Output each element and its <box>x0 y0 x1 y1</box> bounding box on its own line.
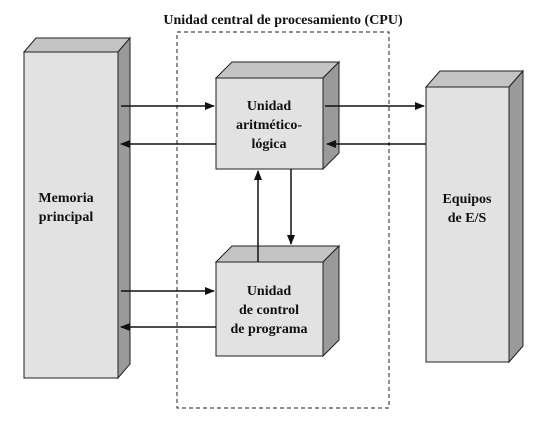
control-unit-label-line2: de control <box>239 303 299 318</box>
control-unit-label-line1: Unidad <box>247 284 292 299</box>
control-unit-box-front <box>215 261 324 357</box>
io-box-top <box>424 70 525 88</box>
io-label-line1: Equipos <box>442 192 492 207</box>
control-unit-label-line3: de programa <box>230 322 307 337</box>
io-box-front <box>425 86 510 363</box>
alu-box-top <box>214 61 341 79</box>
memory-label-line1: Memoria <box>38 191 93 206</box>
alu-label-line3: lógica <box>252 137 287 152</box>
alu-label-line1: Unidad <box>247 99 292 114</box>
io-box-side <box>508 69 524 364</box>
io-label-line2: de E/S <box>448 211 487 226</box>
memory-box-top <box>22 37 132 53</box>
alu-box: Unidad aritmético- lógica <box>214 60 341 171</box>
memory-box-front <box>23 51 119 379</box>
cpu-boundary <box>176 31 390 409</box>
alu-label-line2: aritmético- <box>236 118 302 133</box>
alu-box-front <box>215 77 324 170</box>
cpu-title: Unidad central de procesamiento (CPU) <box>163 13 403 28</box>
alu-box-side <box>322 60 340 171</box>
memory-label-line2: principal <box>39 210 94 225</box>
memory-box: Memoria principal <box>22 36 132 380</box>
control-unit-box-side <box>322 244 340 358</box>
io-box: Equipos de E/S <box>424 69 525 364</box>
control-unit-box-top <box>214 245 341 263</box>
control-unit-box: Unidad de control de programa <box>214 244 341 358</box>
